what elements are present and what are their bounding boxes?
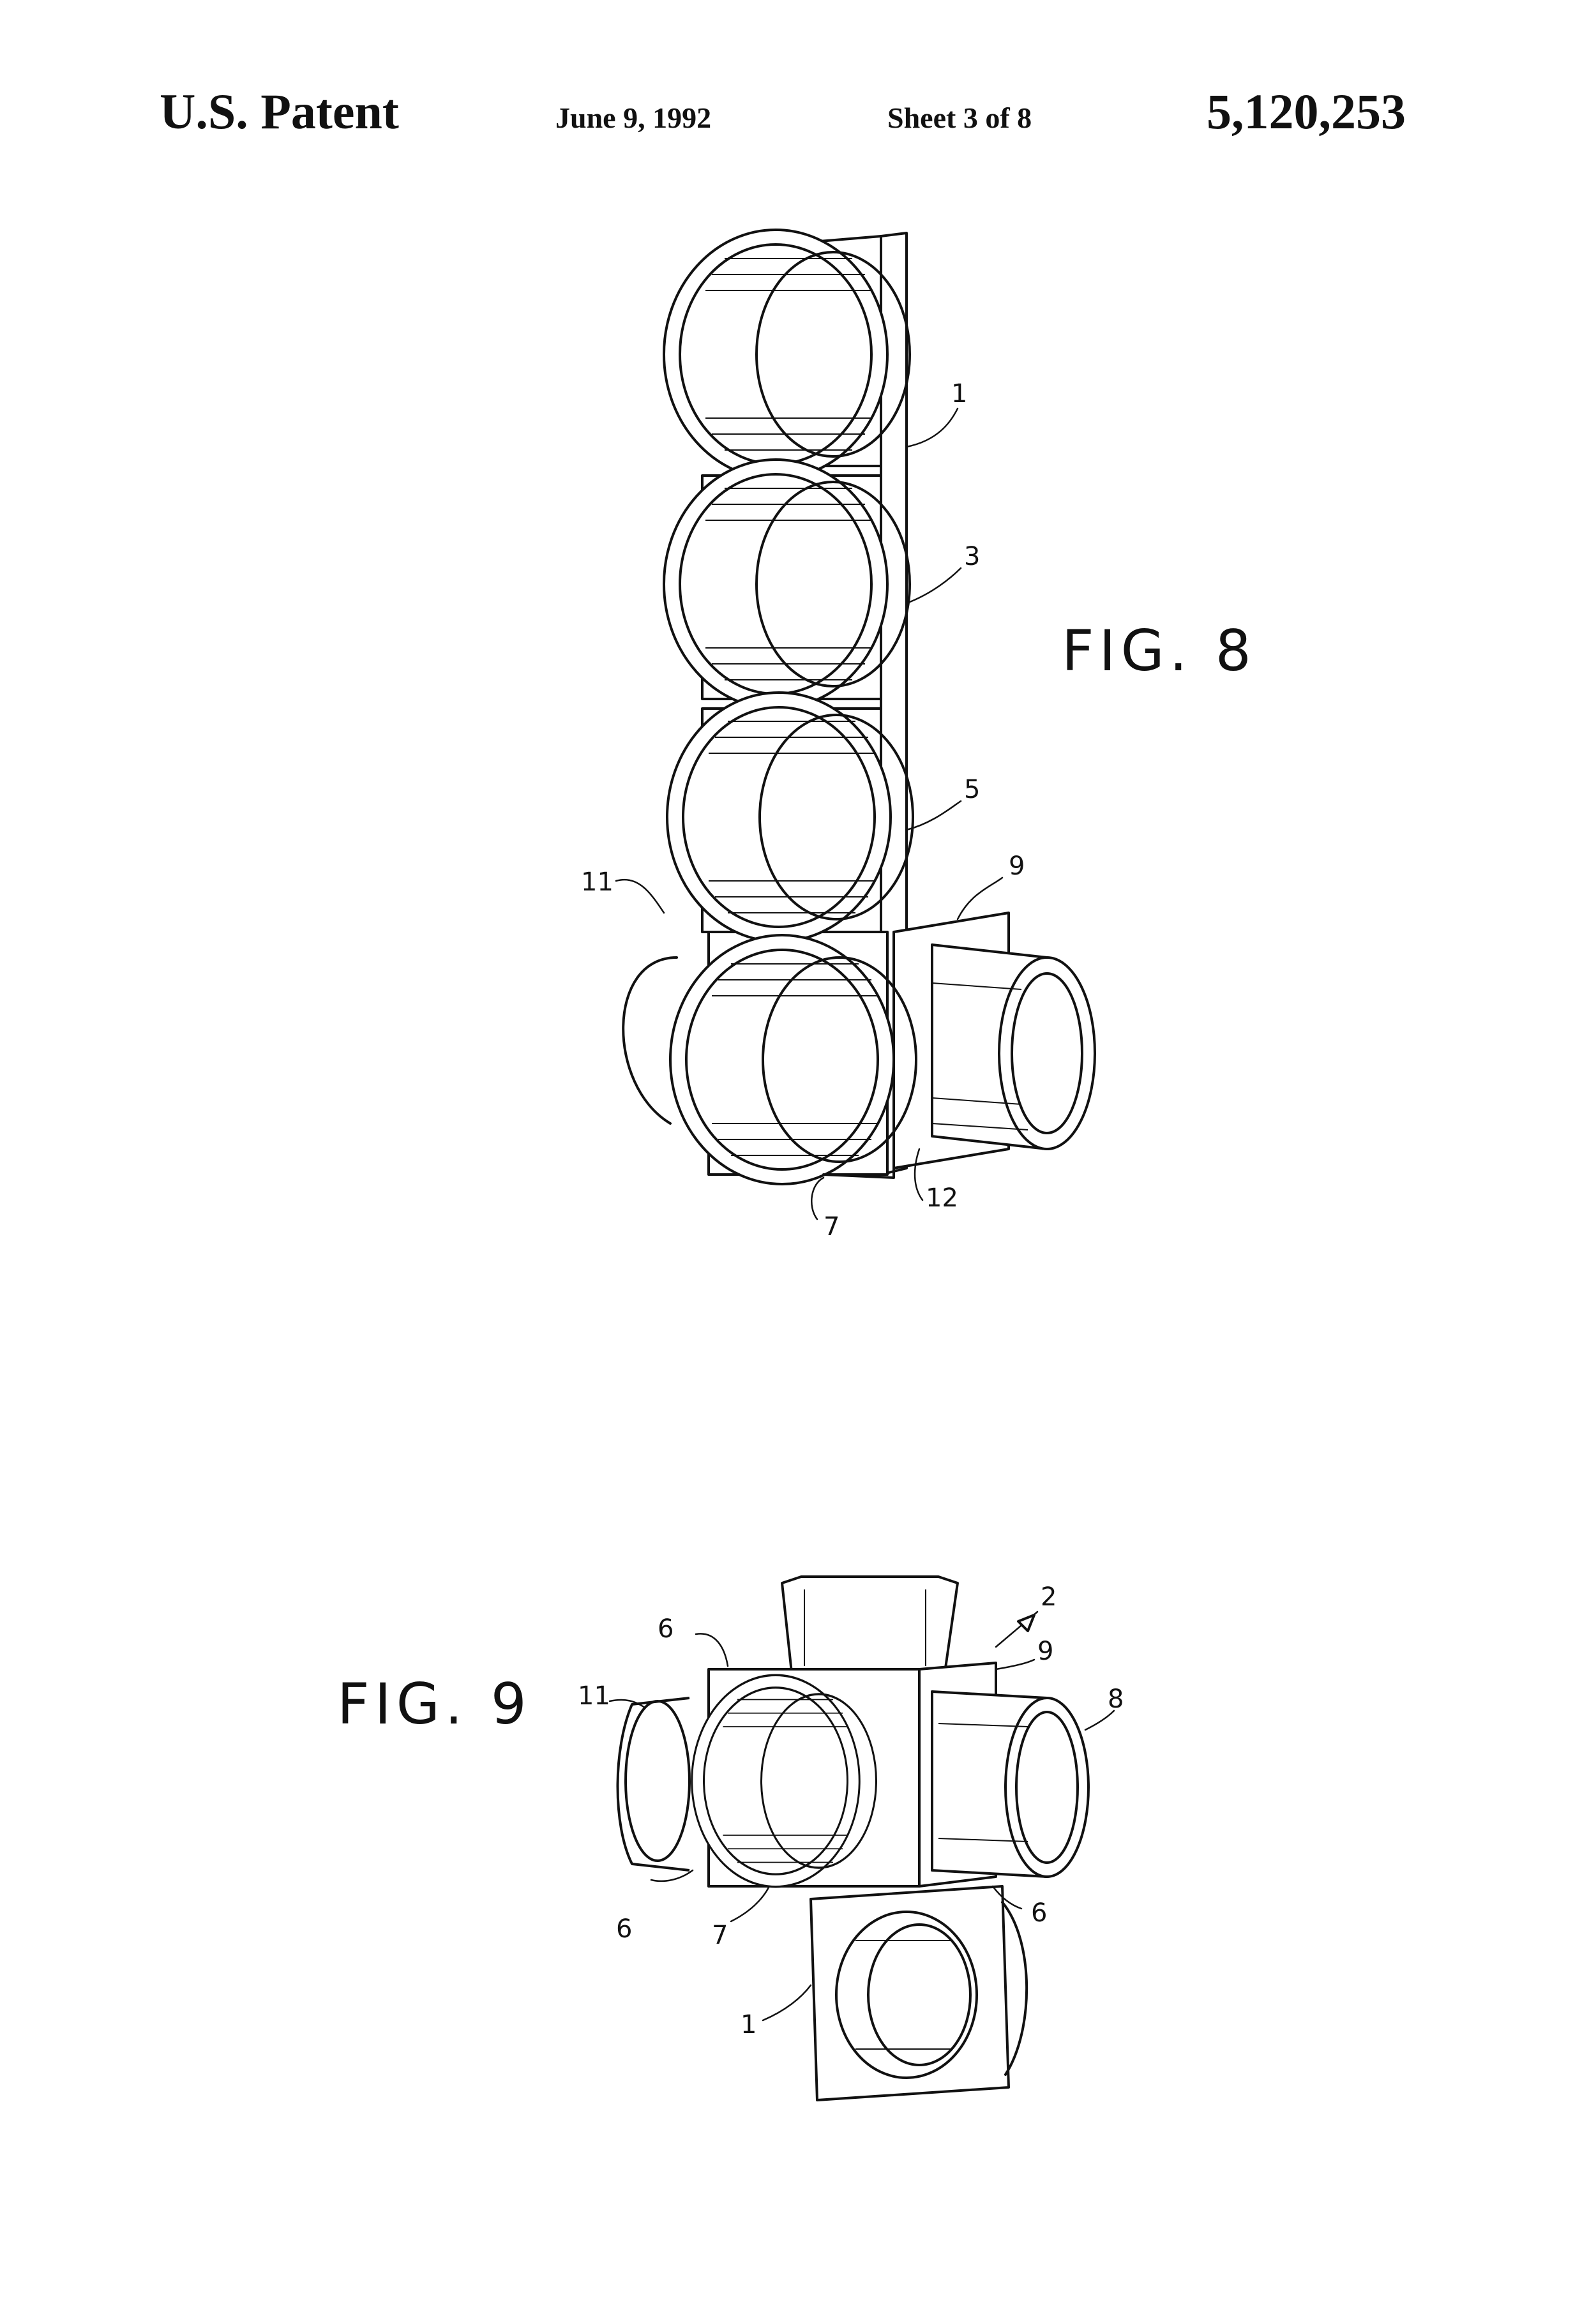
sheet-number: Sheet 3 of 8 (887, 101, 1032, 134)
fig9-ref-6-right: 6 (1031, 1898, 1047, 1928)
fig8-ref-9: 9 (1009, 852, 1025, 881)
fig9-bottom-module-1 (809, 1885, 1028, 2101)
fig8-ref-5: 5 (964, 775, 980, 804)
patent-label: U.S. Patent (160, 84, 399, 139)
fig8-ref-1: 1 (951, 379, 967, 409)
fig8-drawing (615, 229, 1096, 1220)
fig9-ref-6-left: 6 (616, 1914, 632, 1944)
fig9-left-lens-11 (616, 1697, 691, 1872)
patent-date: June 9, 1992 (555, 101, 712, 134)
fig8-ref-3: 3 (964, 542, 980, 571)
fig9-title: FIG. 9 (337, 1671, 532, 1737)
fig9-ref-1: 1 (741, 2010, 757, 2039)
fig9-ref-8: 8 (1108, 1685, 1124, 1714)
fig9-ref-11: 11 (578, 1681, 610, 1711)
fig8-lens-4 (669, 934, 917, 1185)
patent-number: 5,120,253 (1207, 84, 1406, 139)
fig8-side-lens (931, 943, 1096, 1150)
fig9-drawing (608, 1575, 1115, 2101)
fig8-lens-2 (663, 458, 911, 710)
fig8-rear-lens-11 (622, 956, 678, 1125)
fig9-right-lens-8 (931, 1690, 1090, 1878)
fig9-ref-7: 7 (712, 1921, 728, 1950)
fig9-ref-2: 2 (1041, 1582, 1057, 1612)
fig8-ref-11: 11 (581, 867, 614, 897)
fig9-front-lens (691, 1674, 878, 1888)
fig8-ref-7: 7 (824, 1212, 839, 1242)
fig8-ref-12: 12 (926, 1183, 958, 1213)
fig8-title: FIG. 8 (1062, 618, 1256, 684)
fig8-lens-1 (663, 229, 911, 480)
fig9-top-post (781, 1575, 959, 1674)
fig9-ref-9: 9 (1037, 1637, 1053, 1666)
fig8-lens-3 (666, 691, 914, 943)
fig9-ref-6-top: 6 (658, 1614, 674, 1644)
